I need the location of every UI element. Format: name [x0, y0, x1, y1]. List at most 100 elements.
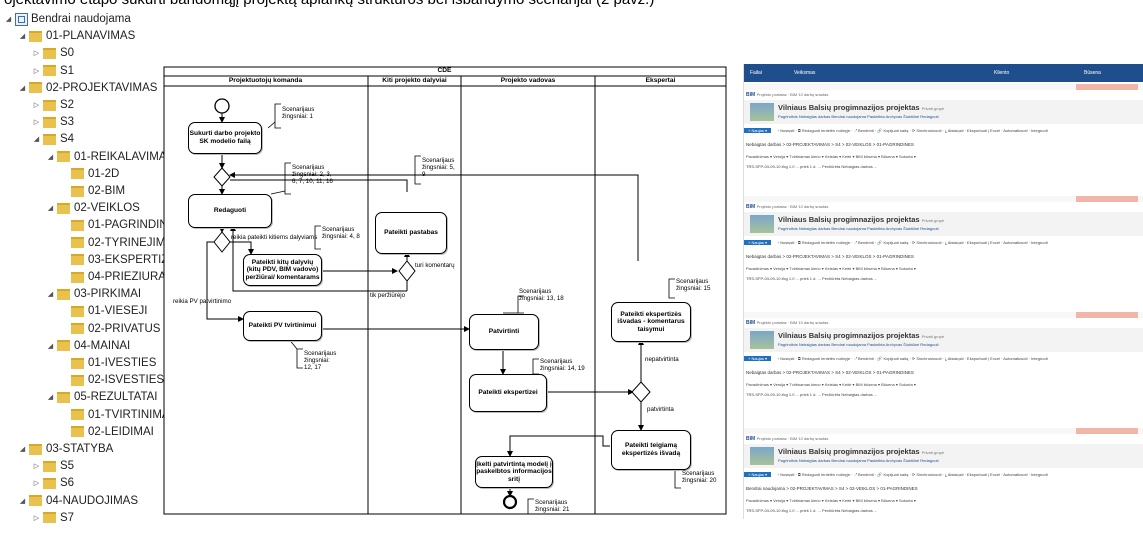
- expand-icon[interactable]: ▷: [33, 67, 40, 75]
- expand-icon[interactable]: ▷: [33, 50, 40, 58]
- tree-item[interactable]: ◢01-PLANAVIMAS: [18, 28, 135, 44]
- tree-item-label: 02-PROJEKTAVIMAS: [46, 81, 158, 94]
- activity-publish: Įkelti patvirtintą modelį į paskelbtos i…: [475, 456, 553, 488]
- tree-item[interactable]: 01-PAGRINDINES: [60, 217, 183, 233]
- breadcrumb[interactable]: Nebaigtas darbas > 02-PROJEKTAVIMAS > S4…: [746, 370, 914, 375]
- tree-item[interactable]: 01-TVIRTINIMAI: [60, 407, 173, 423]
- tree-item[interactable]: ◢04-MAINAI: [46, 338, 130, 354]
- table-header[interactable]: Pavadinimas ▾ Versija ▾ Tvirtinamas kien…: [746, 498, 916, 503]
- toolbar-actions[interactable]: ↑ Nusiųsti · ⧉ Redaguoti lentelės rodiny…: [777, 240, 1048, 245]
- tree-item[interactable]: 01-IVESTIES: [60, 355, 156, 371]
- expand-icon[interactable]: ▷: [33, 463, 40, 471]
- tree-item[interactable]: 02-LEIDIMAI: [60, 424, 154, 440]
- folder-icon: [29, 82, 42, 94]
- folder-icon: [43, 47, 56, 59]
- expand-icon[interactable]: ▷: [33, 514, 40, 522]
- expand-icon[interactable]: ▷: [33, 119, 40, 127]
- table-row[interactable]: TRS-SFP-04-09-10.ifcg 1.0 ... prieš 1 d.…: [746, 392, 878, 397]
- tree-item[interactable]: ◢05-REZULTATAI: [46, 389, 158, 405]
- activity-submit-others: Pateikti kitų dalyvių (kitų PDV, BIM vad…: [243, 254, 322, 286]
- tree-item[interactable]: 03-EKSPERTIZE: [60, 252, 176, 268]
- header-col: Būsena: [1084, 70, 1101, 76]
- tree-item[interactable]: ◢ 01-REIKALAVIMAI: [46, 149, 170, 165]
- tree-item[interactable]: ◢02-VEIKLOS: [46, 200, 140, 216]
- tree-item[interactable]: ◢03-PIRKIMAI: [46, 286, 141, 302]
- collapse-icon[interactable]: ◢: [47, 205, 54, 213]
- scenario-note: Scenarijaus žingsniai: 21: [535, 499, 570, 514]
- new-button[interactable]: + Naujas ▾: [744, 356, 772, 361]
- scenario-note: Scenarijaus žingsniai: 15: [676, 278, 711, 293]
- folder-icon: [29, 495, 42, 507]
- status-row: [744, 84, 1143, 90]
- tree-item[interactable]: 02-PRIVATUS: [60, 321, 160, 337]
- site-tabs[interactable]: Pagrindinis Nebaigtas darbas Bendrai nau…: [778, 226, 939, 231]
- collapse-icon[interactable]: ◢: [47, 153, 54, 161]
- tree-item[interactable]: 01-VIESEJI: [60, 303, 147, 319]
- tree-item[interactable]: 02-TYRINEJIMAI: [60, 235, 176, 251]
- collapse-icon[interactable]: ◢: [19, 497, 26, 505]
- status-badge: [1076, 428, 1138, 434]
- scenario-note: Scenarijaus žingsniai: 14, 19: [540, 358, 585, 373]
- library-screenshots: Failai Veiksmas Kliento Būsena BIM Proje…: [743, 64, 1143, 519]
- library-icon: [15, 12, 28, 26]
- collapse-icon[interactable]: ◢: [19, 33, 26, 41]
- tree-item[interactable]: ▷S2: [32, 97, 74, 113]
- breadcrumb[interactable]: Nebaigtas darbas > 02-PROJEKTAVIMAS > S4…: [746, 254, 914, 259]
- new-button[interactable]: + Naujas ▾: [744, 472, 772, 477]
- tree-item[interactable]: 01-2D: [60, 166, 119, 182]
- tree-item[interactable]: ◢ 02-PROJEKTAVIMAS: [18, 80, 158, 96]
- table-header[interactable]: Pavadinimas ▾ Versija ▾ Tvirtinamas kien…: [746, 266, 916, 271]
- tree-item[interactable]: ◢04-NAUDOJIMAS: [18, 493, 138, 509]
- table-row[interactable]: TRS-SFP-04-09-10.ifcg 1.0 ... prieš 1 d.…: [746, 508, 878, 513]
- folder-icon: [71, 374, 84, 386]
- tree-item-label: 02-LEIDIMAI: [88, 425, 154, 438]
- tree-item[interactable]: ◢03-STATYBA: [18, 441, 114, 457]
- activity-approve: Patvirtinti: [469, 314, 539, 350]
- tree-item-label: 01-IVESTIES: [88, 357, 157, 369]
- site-tabs[interactable]: Pagrindinis Nebaigtas darbas Bendrai nau…: [778, 114, 939, 119]
- activity-create: Sukurti darbo projekto SK modelio failą: [188, 122, 262, 154]
- table-header[interactable]: Pavadinimas ▾ Versija ▾ Tvirtinamas kien…: [746, 382, 916, 387]
- site-tabs[interactable]: Pagrindinis Nebaigtas darbas Bendrai nau…: [778, 342, 939, 347]
- tree-item[interactable]: 02-BIM: [60, 183, 125, 199]
- expand-icon[interactable]: ▷: [33, 480, 40, 488]
- collapse-icon[interactable]: ◢: [33, 136, 40, 144]
- tree-item[interactable]: ▷S7: [32, 510, 74, 526]
- new-button[interactable]: + Naujas ▾: [744, 128, 772, 133]
- tree-item[interactable]: 04-PRIEZIURA: [60, 269, 166, 285]
- toolbar-actions[interactable]: ↑ Nusiųsti · ⧉ Redaguoti lentelės rodiny…: [777, 128, 1048, 133]
- table-header[interactable]: Pavadinimas ▾ Versija ▾ Tvirtinamas kien…: [746, 154, 916, 159]
- collapse-icon[interactable]: ◢: [19, 446, 26, 453]
- tree-item[interactable]: ◢ Bendrai naudojama: [4, 11, 131, 27]
- toolbar-actions[interactable]: ↑ Nusiųsti · ⧉ Redaguoti lentelės rodiny…: [777, 356, 1048, 361]
- tree-item[interactable]: 02-ISVESTIES: [60, 372, 164, 388]
- folder-icon: [71, 323, 84, 335]
- expand-icon[interactable]: ▷: [33, 102, 40, 109]
- collapse-icon[interactable]: ◢: [19, 84, 26, 92]
- brand-subtitle: Projekto portalas · BIM 10 darbų srautas: [756, 204, 829, 209]
- tree-item[interactable]: ▷S6: [32, 475, 74, 491]
- collapse-icon[interactable]: ◢: [47, 342, 54, 350]
- breadcrumb[interactable]: Bendrai naudojama > 02-PROJEKTAVIMAS > S…: [746, 486, 918, 491]
- tree-item-label: Bendrai naudojama: [31, 13, 131, 25]
- new-button[interactable]: + Naujas ▾: [744, 240, 772, 245]
- tree-item[interactable]: ▷S5: [32, 458, 74, 474]
- tree-item[interactable]: ▷S1: [32, 63, 74, 79]
- breadcrumb[interactable]: Nebaigtas darbas > 02-PROJEKTAVIMAS > S4…: [746, 142, 914, 147]
- table-row[interactable]: TRS-SFP-04-09-10.ifcg 1.0 ... prieš 1 d.…: [746, 276, 878, 281]
- site-tabs[interactable]: Pagrindinis Nebaigtas darbas Bendrai nau…: [778, 458, 939, 463]
- folder-icon: [29, 443, 42, 455]
- tree-item[interactable]: ▷S0: [32, 45, 74, 61]
- tree-item-label: 01-REIKALAVIMAI: [74, 150, 170, 163]
- tree-item[interactable]: ▷S3: [32, 114, 74, 130]
- tree-item-label: 01-TVIRTINIMAI: [88, 408, 173, 421]
- folder-icon: [43, 65, 56, 77]
- toolbar-actions[interactable]: ↑ Nusiųsti · ⧉ Redaguoti lentelės rodiny…: [777, 472, 1048, 477]
- collapse-icon[interactable]: ◢: [47, 291, 54, 299]
- tree-item[interactable]: ◢S4: [32, 131, 74, 147]
- collapse-icon[interactable]: ◢: [5, 16, 12, 23]
- scenario-note: Scenarijaus žingsniai: 4, 8: [322, 226, 360, 241]
- header-col: Failai: [750, 70, 762, 76]
- table-row[interactable]: TRS-SFP-04-09-10.ifcg 1.0 ... prieš 1 d.…: [746, 164, 878, 169]
- collapse-icon[interactable]: ◢: [47, 394, 54, 402]
